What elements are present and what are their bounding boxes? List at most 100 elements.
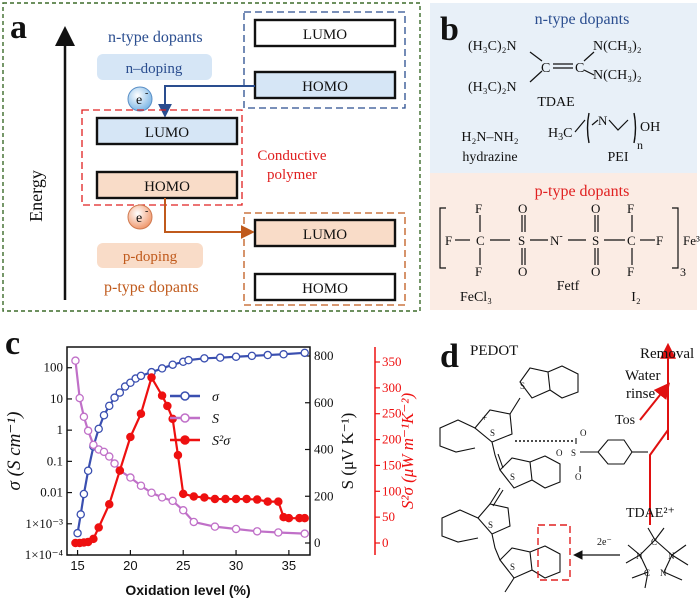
data-point-power-factor — [136, 409, 146, 418]
chart-xlabel: Oxidation level (%) — [125, 582, 250, 598]
data-point-seebeck — [83, 426, 93, 436]
data-point-sigma — [79, 489, 89, 499]
chart-ylabel-left: σ (S cm⁻¹) — [4, 412, 25, 491]
y-right1-tick-label: 800 — [314, 348, 334, 363]
svg-text:+: + — [482, 413, 487, 423]
electron-n-icon — [127, 86, 153, 112]
legend-label-pf: S²σ — [212, 434, 231, 449]
svg-text:O: O — [518, 264, 527, 279]
y-left-tick-label: 1×10⁻⁴ — [25, 547, 64, 562]
chart-ylabel-right1: S (μV K⁻¹) — [338, 413, 357, 490]
p-doping-label: p-doping — [123, 249, 178, 265]
data-point-sigma — [76, 510, 85, 519]
y-left-tick-label: 100 — [44, 360, 64, 375]
svg-text:C: C — [476, 233, 485, 248]
data-point-power-factor — [300, 513, 309, 523]
svg-text:O: O — [591, 264, 600, 279]
y-left-tick-label: 1×10⁻³ — [25, 516, 63, 531]
data-point-power-factor — [147, 373, 156, 382]
data-point-power-factor — [173, 450, 183, 460]
panel-b-label: b — [440, 11, 459, 48]
data-point-power-factor — [105, 499, 114, 509]
svg-text:F: F — [475, 264, 482, 279]
y-left-tick-label: 1 — [57, 422, 64, 437]
chart-legend: σ S S²σ — [170, 390, 231, 449]
y-left-tick-label: 0.01 — [40, 485, 63, 500]
data-point-seebeck — [79, 412, 89, 422]
data-point-sigma — [115, 388, 125, 397]
svg-text:S: S — [571, 448, 576, 458]
y-right1-tick-label: 600 — [314, 395, 334, 410]
n-type-dopants-label: n-type dopants — [108, 29, 203, 46]
polymer-lumo-level — [95, 116, 239, 146]
pei-label: PEI — [608, 150, 629, 165]
svg-text:N: N — [660, 568, 667, 578]
p-dopant-levels-box — [243, 212, 406, 306]
n-doping-label: n–doping — [126, 61, 183, 77]
data-point-seebeck — [89, 440, 98, 450]
tdae-removal-arrow — [649, 429, 669, 525]
legend-label-s: S — [212, 412, 219, 427]
panel-a: a Energy n-type dopants n–doping e - LUM… — [2, 2, 421, 312]
chart-plot-area — [66, 346, 311, 556]
data-point-power-factor — [163, 401, 172, 411]
data-point-sigma — [200, 354, 209, 363]
data-point-sigma — [105, 401, 114, 411]
p-type-dopants-label: p-type dopants — [104, 279, 199, 296]
y-right2-tick-label: 100 — [382, 483, 402, 498]
data-point-sigma — [73, 528, 82, 538]
p-dopants-title: p-type dopants — [535, 183, 630, 200]
data-point-seebeck — [231, 524, 241, 534]
x-tick-label: 20 — [123, 558, 137, 573]
tdae-group-3: N(CH₃)₂ — [593, 39, 642, 54]
legend-marker-sigma — [180, 391, 190, 401]
tdae-c1: C — [541, 61, 550, 76]
svg-text:O: O — [518, 201, 527, 216]
svg-text:F: F — [445, 233, 452, 248]
tdae2-structure — [625, 527, 689, 589]
x-tick-label: 30 — [229, 558, 243, 573]
electron-n-sup: - — [145, 88, 148, 99]
pedot-label: PEDOT — [470, 343, 518, 359]
data-point-power-factor — [231, 494, 241, 504]
data-point-seebeck — [75, 393, 84, 403]
y-right2-tick-label: 250 — [382, 406, 402, 421]
p-homo-level — [253, 272, 397, 302]
svg-text:F: F — [627, 201, 634, 216]
data-point-seebeck — [210, 522, 220, 531]
electron-p-icon — [127, 204, 153, 230]
data-point-power-factor — [115, 466, 125, 475]
svg-text:S: S — [592, 233, 599, 248]
hydrazine-formula: H₂N–NH₂ — [461, 130, 518, 145]
tdae-structure: (H₃C)₂N (H₃C)₂N N(CH₃)₂ N(CH₃)₂ C C TDAE — [468, 39, 642, 110]
data-point-power-factor — [252, 495, 262, 504]
data-point-seebeck — [110, 459, 119, 468]
tdae-group-2: (H₃C)₂N — [468, 80, 517, 95]
pedot-chain-structure — [439, 365, 579, 593]
tos-removal-arrow — [639, 382, 670, 421]
data-point-seebeck — [189, 517, 199, 527]
panel-b: b n-type dopants (H₃C)₂N (H₃C)₂N N(CH₃)₂… — [430, 3, 700, 310]
electron-p-label: e — [136, 211, 142, 226]
panel-a-border — [2, 2, 421, 312]
svg-text:N: N — [668, 551, 675, 561]
series-line-seebeck — [74, 360, 305, 535]
tdae-group-4: N(CH₃)₂ — [593, 68, 642, 83]
data-point-power-factor — [94, 523, 103, 532]
polymer-levels-box — [81, 109, 243, 206]
fetf-structure — [439, 207, 679, 269]
data-point-sigma — [99, 411, 109, 420]
n-dopant-levels-box — [243, 11, 406, 109]
data-point-sigma — [110, 393, 119, 402]
data-point-seebeck — [136, 481, 146, 490]
x-tick-label: 35 — [282, 558, 296, 573]
data-point-power-factor — [178, 489, 188, 499]
n-dopants-title: n-type dopants — [535, 11, 630, 28]
svg-text:S: S — [488, 520, 493, 530]
data-point-sigma — [157, 364, 167, 373]
chart-ylabel-right2: S²σ (μW m⁻¹K⁻²) — [398, 393, 417, 510]
panel-d-label: d — [440, 338, 459, 375]
svg-text:F: F — [656, 233, 663, 248]
